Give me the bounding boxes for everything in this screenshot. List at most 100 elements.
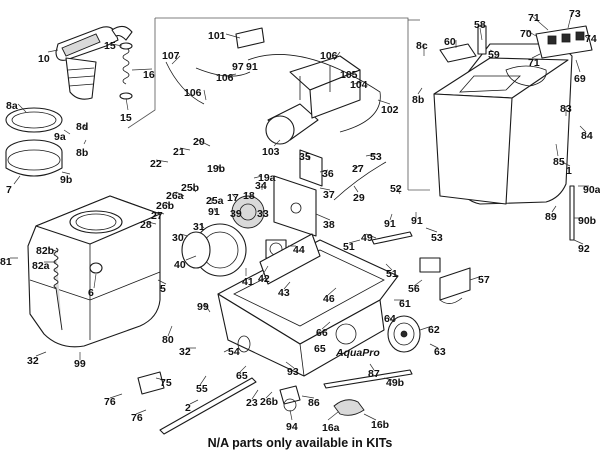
callout-99: 99 [197, 301, 209, 313]
callout-94: 94 [286, 421, 298, 433]
callout-17: 17 [227, 192, 239, 204]
leader-lines [10, 11, 591, 421]
callout-75: 75 [160, 377, 172, 389]
callout-93: 93 [287, 366, 299, 378]
callout-54: 54 [228, 346, 240, 358]
callout-91: 91 [384, 218, 396, 230]
base-tray-61 [217, 233, 399, 345]
filter-basket-7-8a [5, 107, 63, 177]
callout-30: 30 [172, 232, 184, 244]
callout-82b: 82b [36, 245, 54, 257]
callout-49: 49 [361, 232, 373, 244]
callout-8a: 8a [6, 100, 18, 112]
callout-57: 57 [478, 274, 490, 286]
callout-25b: 25b [181, 182, 199, 194]
callout-53: 53 [370, 151, 382, 163]
callout-10: 10 [38, 53, 50, 65]
callout-27: 27 [151, 210, 163, 222]
callout-84: 84 [581, 130, 593, 142]
callout-29: 29 [353, 192, 365, 204]
callout-26b: 26b [260, 396, 278, 408]
callout-26a: 26a [166, 190, 184, 202]
callout-65: 65 [314, 343, 326, 355]
callout-61: 61 [399, 298, 411, 310]
callout-99: 99 [74, 358, 86, 370]
wand-holder-10 [55, 25, 133, 100]
callout-39: 39 [230, 208, 242, 220]
callout-8b: 8b [76, 147, 88, 159]
callout-91: 91 [411, 215, 423, 227]
callout-101: 101 [208, 30, 226, 42]
solution-tank-5 [27, 195, 161, 348]
callout-34: 34 [255, 180, 267, 192]
control-panel-69 [535, 25, 593, 59]
callout-71: 71 [528, 12, 540, 24]
callout-49b: 49b [386, 377, 404, 389]
callout-85: 85 [553, 156, 565, 168]
callout-64: 64 [384, 313, 396, 325]
callout-76: 76 [131, 412, 143, 424]
callout-21: 21 [173, 146, 185, 158]
callout-1: 1 [566, 165, 572, 177]
callout-73: 73 [569, 8, 581, 20]
hose-29 [333, 161, 387, 201]
callout-19b: 19b [207, 163, 225, 175]
callout-26b: 26b [156, 200, 174, 212]
callout-76: 76 [104, 396, 116, 408]
callout-91: 91 [208, 206, 220, 218]
callout-36: 36 [322, 168, 334, 180]
callout-28: 28 [140, 219, 152, 231]
callout-86: 86 [308, 397, 320, 409]
callout-44: 44 [293, 244, 305, 256]
callout-106: 106 [216, 72, 234, 84]
callout-32: 32 [27, 355, 39, 367]
callout-22: 22 [150, 158, 162, 170]
callout-69: 69 [574, 73, 586, 85]
callout-46: 46 [323, 293, 335, 305]
callout-59: 59 [488, 49, 500, 61]
footnote: N/A parts only available in KITs [207, 436, 393, 450]
callout-106: 106 [184, 87, 202, 99]
callout-43: 43 [278, 287, 290, 299]
callout-52: 52 [390, 183, 402, 195]
callout-31: 31 [193, 221, 205, 233]
handle-75 [137, 371, 165, 395]
callout-104: 104 [350, 79, 368, 91]
callout-23: 23 [246, 397, 258, 409]
callout-58: 58 [474, 19, 486, 31]
callout-65: 65 [236, 370, 248, 382]
callout-33: 33 [257, 208, 269, 220]
callout-60: 60 [444, 36, 456, 48]
callout-8c: 8c [416, 40, 428, 52]
callout-70: 70 [520, 28, 532, 40]
bracket-57 [419, 257, 471, 304]
vacuum-motor-40 [181, 195, 265, 277]
callout-107: 107 [162, 50, 180, 62]
recovery-tank-1 [433, 43, 573, 205]
callout-62: 62 [428, 324, 440, 336]
spring-hose-16 [119, 42, 133, 100]
callout-41: 41 [242, 276, 254, 288]
bracket-38 [273, 149, 323, 237]
callout-16: 16 [143, 69, 155, 81]
callout-27: 27 [352, 163, 364, 175]
callout-2: 2 [185, 402, 191, 414]
upper-tank-inset [408, 19, 430, 191]
callout-51: 51 [386, 268, 398, 280]
callout-105: 105 [340, 69, 358, 81]
callout-9a: 9a [54, 131, 66, 143]
chassis-87: AquaPro [217, 293, 385, 377]
callout-8d: 8d [76, 121, 88, 133]
callout-35: 35 [299, 151, 311, 163]
callout-38: 38 [323, 219, 335, 231]
callout-5: 5 [160, 283, 166, 295]
callout-37: 37 [323, 189, 335, 201]
callout-16a: 16a [322, 422, 340, 434]
callout-103: 103 [262, 146, 280, 158]
callout-8b: 8b [412, 94, 424, 106]
hose-49 [371, 231, 413, 245]
callout-90b: 90b [578, 215, 596, 227]
callout-20: 20 [193, 136, 205, 148]
